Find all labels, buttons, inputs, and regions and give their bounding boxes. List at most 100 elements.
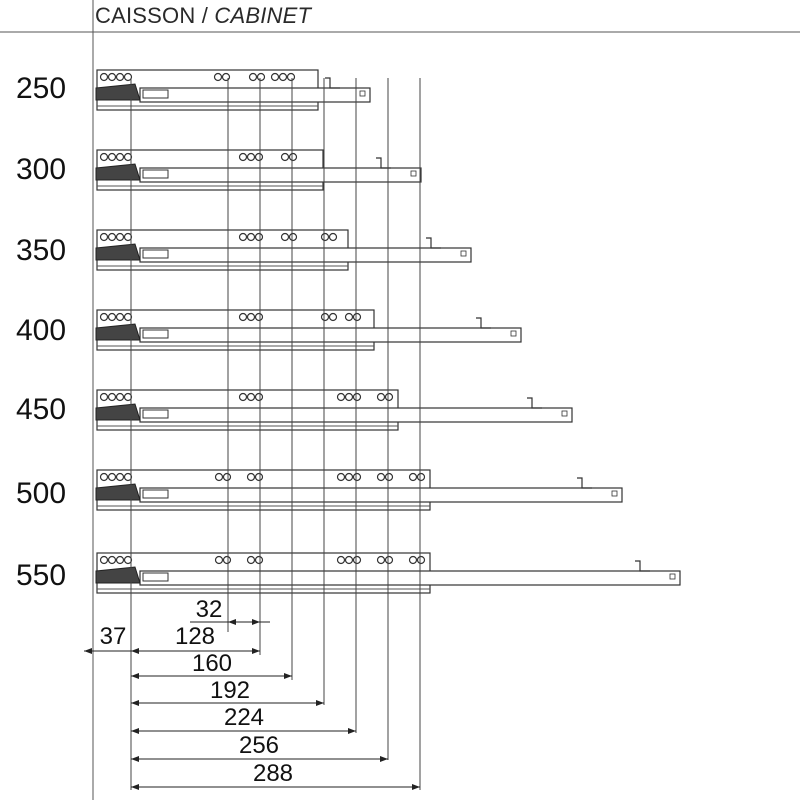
size-label: 500 [16,477,67,510]
mounting-hole [214,472,224,482]
drawer-slide-runner [139,487,623,503]
mounting-hole [99,152,109,162]
arrowhead [131,756,139,762]
mounting-hole [254,232,264,242]
drawer-hook [426,237,441,249]
slide-clip [142,249,169,259]
mounting-hole [99,392,109,402]
diagram-title: CAISSON / CABINET [95,3,311,29]
mounting-hole [115,555,125,565]
mounting-hole [280,152,290,162]
mounting-hole [115,312,125,322]
arrowhead [228,619,236,625]
mounting-hole [99,232,109,242]
mounting-hole [246,232,256,242]
mounting-hole [344,472,354,482]
mounting-hole [384,555,394,565]
arrowhead [131,784,139,790]
title-en: CABINET [214,3,312,28]
dim-192: 192 [209,677,251,704]
mounting-hole [288,152,298,162]
arrowhead [284,673,292,679]
mounting-hole [336,555,346,565]
mounting-hole [107,232,117,242]
mounting-hole [416,555,426,565]
soft-close-mechanism [95,566,141,584]
mounting-hole [107,152,117,162]
mounting-hole [115,392,125,402]
dim-160: 160 [191,650,233,677]
mounting-hole [107,472,117,482]
mounting-hole [254,152,264,162]
mounting-hole [254,472,264,482]
slide-clip [142,489,169,499]
mounting-hole [320,312,330,322]
soft-close-mechanism [95,403,141,421]
soft-close-mechanism [95,163,141,181]
arrowhead [84,648,92,654]
size-label: 550 [16,559,67,592]
mounting-hole [238,312,248,322]
mounting-hole [254,392,264,402]
mounting-hole [238,152,248,162]
mounting-hole [115,472,125,482]
dim-offset: 37 [99,623,127,650]
mounting-hole [99,72,109,82]
mounting-hole [222,555,232,565]
soft-close-mechanism [95,483,141,501]
drawer-slide-runner [139,167,422,183]
mounting-hole [246,392,256,402]
drawer-hook [527,397,542,409]
slide-end-stop [410,170,417,177]
mounting-hole [123,312,133,322]
slide-clip [142,89,169,99]
drawer-slide-runner [139,247,472,263]
mounting-hole [344,392,354,402]
mounting-hole [286,72,296,82]
drawer-hook [635,560,650,572]
size-label: 250 [16,72,67,105]
mounting-hole [352,392,362,402]
slide-end-stop [669,573,676,580]
drawer-hook [577,477,592,489]
slide-end-stop [611,490,618,497]
mounting-hole [107,392,117,402]
arrowhead [131,673,139,679]
mounting-hole [222,472,232,482]
mounting-hole [115,232,125,242]
mounting-hole [254,312,264,322]
dim-288: 288 [252,760,294,787]
title-fr: CAISSON [95,3,196,28]
mounting-hole [408,472,418,482]
arrowhead [131,728,139,734]
arrowhead [412,784,420,790]
slide-clip [142,572,169,582]
mounting-hole [213,72,223,82]
drawer-hook [476,317,491,329]
soft-close-mechanism [95,323,141,341]
mounting-hole [99,555,109,565]
mounting-hole [107,72,117,82]
arrowhead [316,700,324,706]
size-label: 350 [16,234,67,267]
mounting-hole [123,72,133,82]
mounting-hole [384,472,394,482]
mounting-hole [246,152,256,162]
mounting-hole [107,555,117,565]
mounting-hole [254,555,264,565]
drawer-slide-runner [139,87,371,103]
mounting-hole [328,232,338,242]
mounting-hole [336,472,346,482]
mounting-hole [376,472,386,482]
mounting-hole [238,392,248,402]
arrowhead [252,619,260,625]
mounting-hole [320,232,330,242]
slide-end-stop [510,330,517,337]
mounting-hole [376,392,386,402]
mounting-hole [344,312,354,322]
drawer-hook [325,77,340,89]
dim-256: 256 [238,732,280,759]
soft-close-mechanism [95,83,141,101]
mounting-hole [256,72,266,82]
mounting-hole [328,312,338,322]
